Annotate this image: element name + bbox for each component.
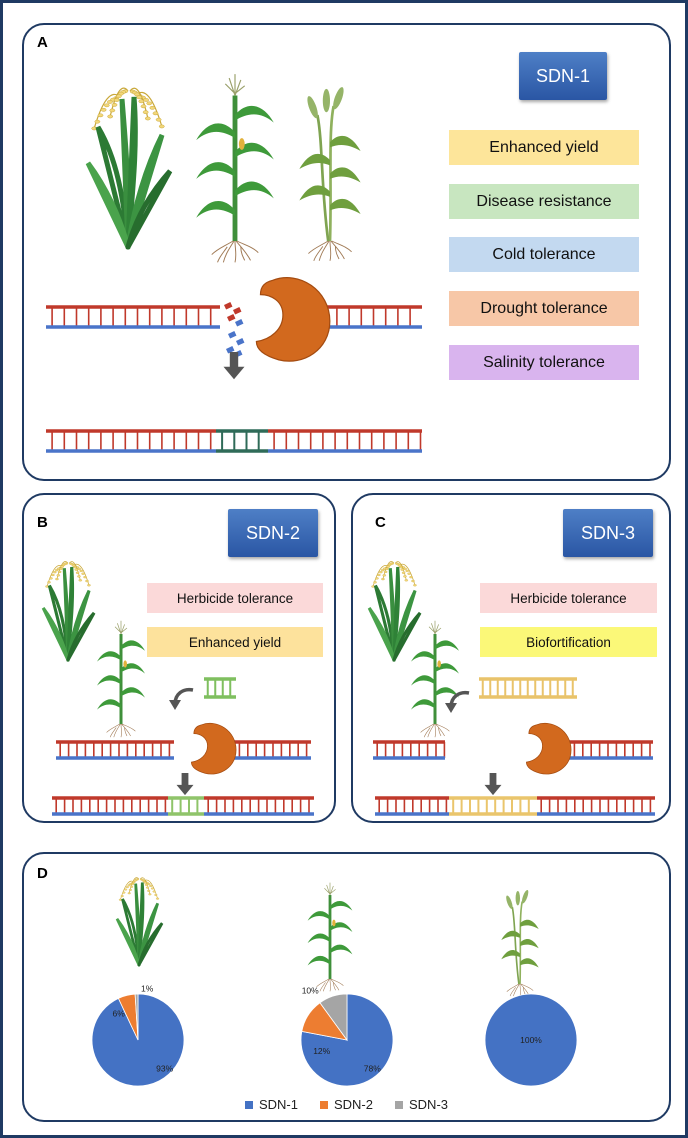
pie-charts: 93% 6% 1% 78% 12% 10% 100% xyxy=(91,877,578,1087)
rice-plant-icon xyxy=(41,561,96,662)
inserted-template-icon xyxy=(168,796,204,816)
maize-plant-icon xyxy=(196,74,274,263)
legend-swatch-sdn2 xyxy=(319,1100,328,1109)
wheat-plant-icon xyxy=(501,889,539,997)
pie-slice-label: 78% xyxy=(364,1064,381,1074)
panel-d: D 93% 6% 1% 78% 12% 10% 100% SDN-1 SDN-2 SDN-3 xyxy=(22,852,671,1122)
sdn2-badge: SDN-2 xyxy=(228,509,318,557)
trait-drought-tolerance: Drought tolerance xyxy=(449,291,639,326)
maize-plant-icon xyxy=(97,620,145,738)
panel-c-label: C xyxy=(375,514,386,531)
arrow-down-icon xyxy=(484,773,502,796)
dna-strand-repaired-right-icon xyxy=(268,429,422,453)
legend-label: SDN-1 xyxy=(258,1097,298,1112)
pie-slice-label: 6% xyxy=(113,1008,126,1018)
pie-chart-1: 93% 6% 1% xyxy=(91,983,185,1087)
chart-legend: SDN-1 SDN-2 SDN-3 xyxy=(24,1097,669,1112)
curved-arrow-icon xyxy=(169,687,194,710)
dna-strand-edited-left-icon xyxy=(52,796,168,816)
nuclease-icon xyxy=(526,723,572,775)
sdn3-badge: SDN-3 xyxy=(563,509,653,557)
dna-strand-left-icon xyxy=(56,740,174,760)
rice-plant-icon xyxy=(367,561,422,662)
pie-slice-label: 100% xyxy=(520,1035,542,1045)
dna-fragments-icon xyxy=(224,302,245,358)
panel-c: C SDN-3 Herbicide tolerance Biofortifica… xyxy=(351,493,671,823)
pie-slice-sdn-1 xyxy=(484,993,578,1087)
panel-b: B SDN-2 Herbicide tolerance Enhanced yie… xyxy=(22,493,336,823)
donor-template-icon xyxy=(204,677,236,699)
pie-chart-3: 100% xyxy=(484,993,578,1087)
dna-strand-edited-left-icon xyxy=(375,796,449,816)
pie-slice-sdn-3 xyxy=(134,993,139,1041)
pie-slice-label: 1% xyxy=(141,983,154,993)
trait-cold-tolerance: Cold tolerance xyxy=(449,237,639,272)
pie-slice-label: 10% xyxy=(302,985,319,995)
trait-enhanced-yield: Enhanced yield xyxy=(147,627,323,657)
panel-b-illustration xyxy=(41,561,314,816)
nuclease-icon xyxy=(191,723,237,775)
arrow-down-icon xyxy=(176,773,194,796)
pie-slice-sdn-3 xyxy=(319,993,348,1042)
rice-plant-icon xyxy=(115,877,164,967)
legend-label: SDN-2 xyxy=(333,1097,373,1112)
pie-chart-2: 78% 12% 10% xyxy=(300,985,394,1087)
dna-strand-left-icon xyxy=(373,740,446,760)
trait-herbicide-tolerance: Herbicide tolerance xyxy=(147,583,323,613)
panel-a-illustration xyxy=(46,74,422,453)
wheat-plant-icon xyxy=(299,87,361,261)
dna-strand-edited-right-icon xyxy=(204,796,314,816)
dna-strand-left-icon xyxy=(46,305,220,329)
maize-plant-icon xyxy=(411,620,459,738)
panel-b-label: B xyxy=(37,514,48,531)
legend-item-sdn3: SDN-3 xyxy=(395,1097,448,1112)
pie-slice-label: 12% xyxy=(313,1046,330,1056)
panel-a: A SDN-1 Enhanced yield Disease resistanc… xyxy=(22,23,671,481)
curved-arrow-icon xyxy=(445,690,470,713)
rice-plant-icon xyxy=(85,87,173,250)
repair-site-icon xyxy=(216,429,268,453)
trait-salinity-tolerance: Salinity tolerance xyxy=(449,345,639,380)
panel-a-label: A xyxy=(37,34,48,51)
panel-d-label: D xyxy=(37,865,48,882)
donor-gene-icon xyxy=(479,677,577,699)
trait-enhanced-yield: Enhanced yield xyxy=(449,130,639,165)
pie-slice-label: 93% xyxy=(156,1064,173,1074)
legend-swatch-sdn1 xyxy=(244,1100,253,1109)
arrow-down-icon xyxy=(223,352,245,380)
dna-strand-edited-right-icon xyxy=(537,796,655,816)
sdn1-badge: SDN-1 xyxy=(519,52,607,100)
nuclease-icon xyxy=(255,277,331,362)
trait-disease-resistance: Disease resistance xyxy=(449,184,639,219)
legend-label: SDN-3 xyxy=(409,1097,449,1112)
trait-herbicide-tolerance: Herbicide tolerance xyxy=(480,583,657,613)
inserted-gene-icon xyxy=(449,796,537,816)
legend-swatch-sdn3 xyxy=(395,1100,403,1109)
maize-plant-icon xyxy=(307,882,353,992)
trait-biofortification: Biofortification xyxy=(480,627,657,657)
dna-strand-repaired-left-icon xyxy=(46,429,216,453)
panel-c-illustration xyxy=(367,561,655,816)
legend-item-sdn1: SDN-1 xyxy=(244,1097,298,1112)
legend-item-sdn2: SDN-2 xyxy=(319,1097,373,1112)
